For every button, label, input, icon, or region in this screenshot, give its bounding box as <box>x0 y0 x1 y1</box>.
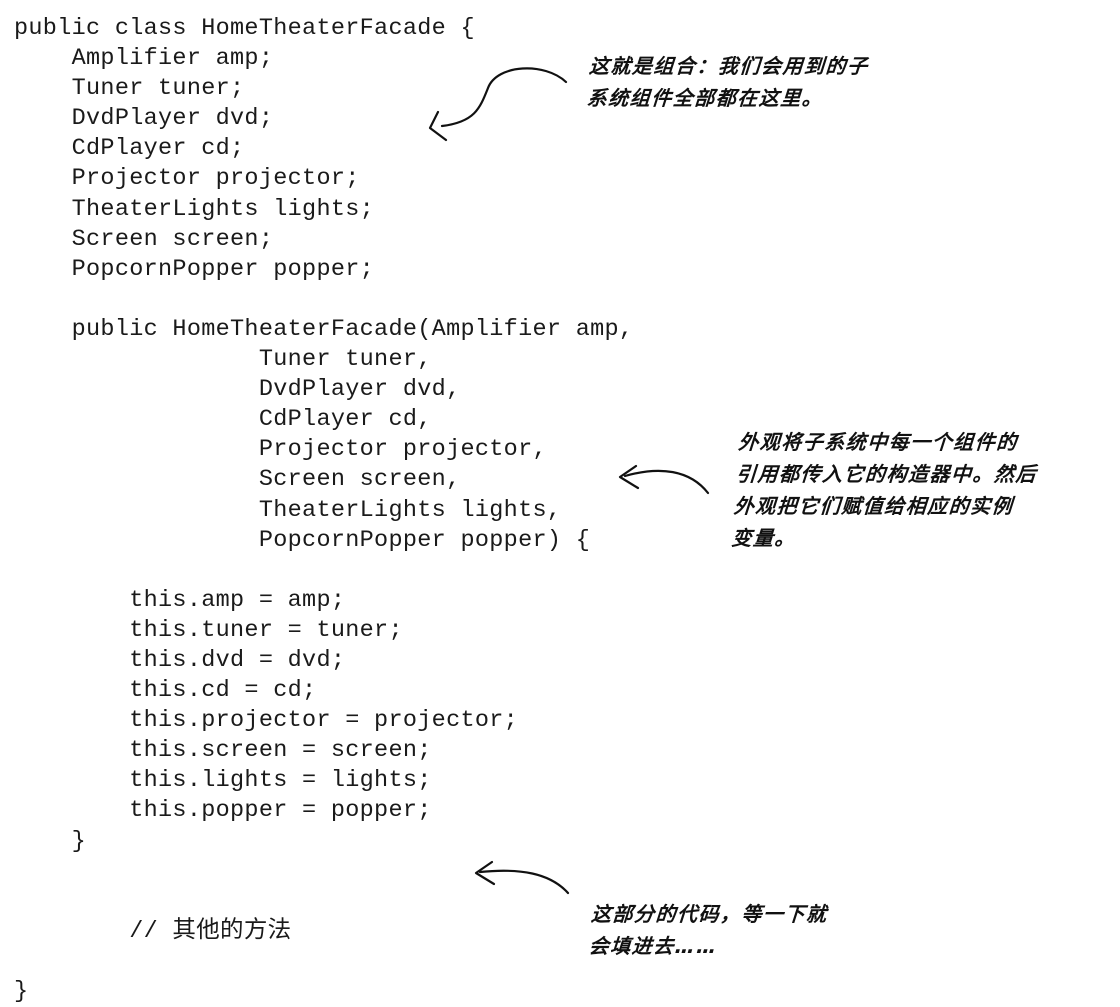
code-line: this.screen = screen; <box>14 737 432 765</box>
annotation-composition: 这就是组合：我们会用到的子 系统组件全部都在这里。 <box>586 50 870 114</box>
code-line: TheaterLights lights, <box>14 496 562 524</box>
code-line: this.amp = amp; <box>14 586 346 614</box>
annotation-line: 会填进去…… <box>588 934 719 958</box>
code-line <box>14 285 633 315</box>
code-line: // 其他的方法 <box>14 917 292 945</box>
code-line: Screen screen; <box>14 225 274 253</box>
code-line: Tuner tuner; <box>14 75 245 103</box>
annotation-constructor: 外观将子系统中每一个组件的 引用都传入它的构造器中。然后 外观把它们赋值给相应的… <box>731 426 1041 554</box>
code-line: public class HomeTheaterFacade { <box>14 15 475 42</box>
code-line: this.dvd = dvd; <box>14 646 346 674</box>
code-line <box>14 887 633 917</box>
annotation-line: 外观把它们赋值给相应的实例 <box>733 494 1015 518</box>
code-line: } <box>14 827 87 855</box>
code-line: } <box>14 978 29 1005</box>
code-line: CdPlayer cd, <box>14 406 432 434</box>
code-line: TheaterLights lights; <box>14 195 375 223</box>
code-line: PopcornPopper popper) { <box>14 526 591 554</box>
code-line <box>14 556 633 586</box>
code-line: Amplifier amp; <box>14 45 274 73</box>
code-listing: public class HomeTheaterFacade { Amplifi… <box>14 14 633 1007</box>
annotation-line: 系统组件全部都在这里。 <box>586 86 825 110</box>
code-line <box>14 857 633 887</box>
annotation-line: 这部分的代码，等一下就 <box>590 902 829 926</box>
code-line: CdPlayer cd; <box>14 135 245 163</box>
code-line: DvdPlayer dvd; <box>14 105 274 133</box>
annotation-line: 外观将子系统中每一个组件的 <box>737 430 1019 454</box>
annotation-line: 这就是组合：我们会用到的子 <box>588 54 870 78</box>
code-line: this.tuner = tuner; <box>14 616 403 644</box>
annotation-methods: 这部分的代码，等一下就 会填进去…… <box>588 898 829 962</box>
code-line: this.cd = cd; <box>14 677 317 705</box>
code-line: this.lights = lights; <box>14 767 432 795</box>
annotation-line: 变量。 <box>730 526 797 550</box>
code-line: DvdPlayer dvd, <box>14 376 461 404</box>
code-line: Tuner tuner, <box>14 346 432 374</box>
code-line: public HomeTheaterFacade(Amplifier amp, <box>14 315 634 343</box>
code-line <box>14 947 633 977</box>
code-line: this.projector = projector; <box>14 707 519 735</box>
code-line: Screen screen, <box>14 466 461 494</box>
code-line: PopcornPopper popper; <box>14 255 375 283</box>
annotation-line: 引用都传入它的构造器中。然后 <box>735 462 1038 486</box>
code-line: Projector projector, <box>14 436 547 464</box>
code-line: this.popper = popper; <box>14 797 432 825</box>
code-line: Projector projector; <box>14 165 360 193</box>
